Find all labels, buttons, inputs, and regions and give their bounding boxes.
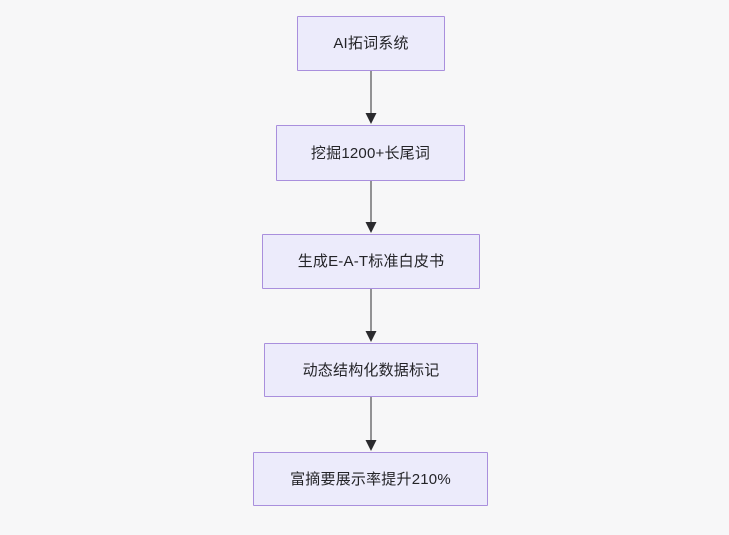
- edge-connector-4: [365, 397, 377, 451]
- arrowhead-down-icon: [365, 440, 377, 451]
- node-dynamic-structured-data[interactable]: 动态结构化数据标记: [264, 343, 478, 397]
- edge-connector-3: [365, 289, 377, 342]
- node-label: AI拓词系统: [333, 35, 409, 52]
- node-label: 生成E-A-T标准白皮书: [297, 253, 445, 270]
- node-mine-longtail-keywords[interactable]: 挖掘1200+长尾词: [276, 125, 465, 181]
- node-ai-keyword-system[interactable]: AI拓词系统: [297, 16, 445, 71]
- arrowhead-down-icon: [365, 331, 377, 342]
- node-label: 动态结构化数据标记: [302, 361, 440, 379]
- node-generate-eat-whitepaper[interactable]: 生成E-A-T标准白皮书: [262, 234, 480, 289]
- arrowhead-down-icon: [365, 113, 377, 124]
- node-label: 挖掘1200+长尾词: [310, 144, 431, 162]
- node-rich-snippet-uplift[interactable]: 富摘要展示率提升210%: [253, 452, 488, 506]
- node-label: 富摘要展示率提升210%: [290, 470, 451, 488]
- arrowhead-down-icon: [365, 222, 377, 233]
- edge-connector-1: [365, 71, 377, 124]
- edge-connector-2: [365, 181, 377, 233]
